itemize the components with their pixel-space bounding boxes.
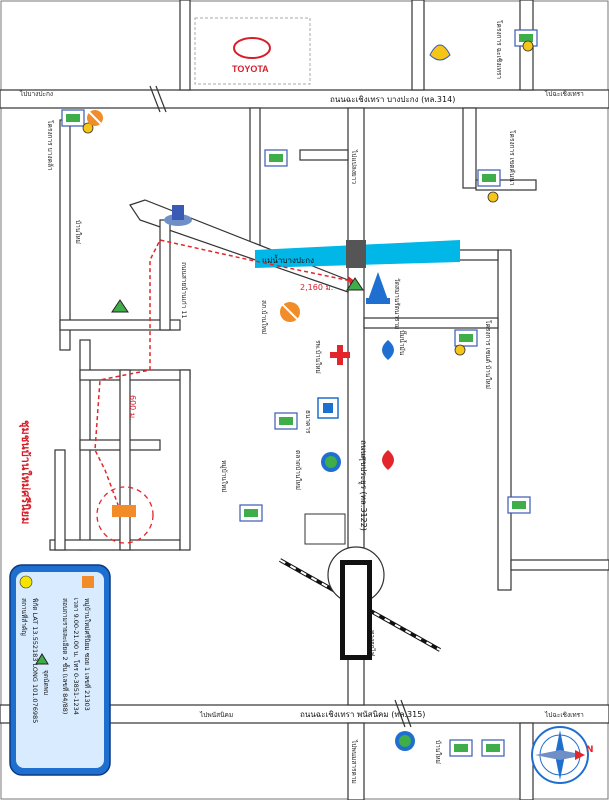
monument-icon (164, 205, 192, 226)
bank-icon-2 (321, 452, 341, 472)
toyota-logo-icon (233, 37, 271, 59)
legend-coords: พิกัด LAT 13.552183 LONG 101.076985 (31, 598, 39, 723)
gas-station-icon (382, 340, 394, 470)
legend-line-2: เวลา 9.00-21.00 น. โทร 0-3851-1234 (72, 598, 80, 715)
school-label-4: โครงการ ฉะเชิงเทรา (495, 20, 503, 79)
road-top-main-label: ถนนฉะเชิงเทรา บางปะกง (ทล.314) (330, 95, 455, 104)
school-icon-10 (481, 739, 505, 757)
river (255, 240, 460, 268)
legend-project-icon (82, 576, 94, 588)
school-icon-4 (514, 29, 538, 52)
distance-label-2: 600 ม. (128, 395, 137, 421)
temple-icon (366, 272, 390, 304)
school-label-1: โครงการ บางคล้า (46, 120, 54, 171)
road-vertical-main-label: ถนนศุขประยูร (ทล.3122) (358, 440, 368, 531)
school-icon-8 (264, 149, 288, 167)
school-icon-5 (274, 412, 298, 430)
bank-label: ธนาคาร (304, 410, 312, 434)
toyota-box: TOYOTA (194, 17, 311, 85)
legend-meeting-icon (35, 653, 49, 665)
label-road-left: บ้านใหม่ (74, 220, 82, 244)
school-icon-3 (477, 169, 501, 203)
toyota-text: TOYOTA (232, 64, 269, 74)
road-top-left-vertical (179, 0, 191, 91)
school-label-2: โครงการ เซนต์ บ้านใหม่ (484, 320, 492, 389)
school-icon-7 (507, 496, 531, 514)
road-right-link-3 (510, 559, 609, 571)
market-box (304, 513, 346, 545)
bank-icon (317, 397, 339, 419)
legend-landmark-icon (19, 575, 33, 589)
school-icon-2 (454, 329, 478, 356)
bank-icon-3 (395, 731, 415, 751)
school-icon-1 (61, 109, 94, 134)
meeting-point-icon (111, 299, 129, 313)
road-right-link-2 (363, 317, 499, 329)
label-to-phanom-sarakham: ไปพนมสารคาม (350, 739, 358, 784)
target-marker (112, 505, 136, 517)
road-bottom-main (0, 699, 609, 728)
legend-line-1: หมู่บ้านใหม่ศรีนิยม ซอย 1 เลขที่ 21303 (83, 598, 92, 711)
school-label-3: โครงการ เขตคันนา (508, 130, 516, 186)
police-label: สภ.บ้านใหม่ (260, 300, 268, 334)
river-label: แม่น้ำบางปะกง (262, 254, 314, 265)
meeting-point-icon-2 (346, 277, 364, 291)
hospital-icon (330, 345, 350, 365)
market-label: ตลาดบ้านใหม่ (294, 450, 302, 490)
target-label: ชุมชนบ้านใหม่ศรีนิยม (18, 420, 33, 524)
temple-label: วัดสมานรัตนาราม (393, 278, 401, 329)
road-11-label: ถนนสายบ้านเก่า 11 (180, 262, 188, 319)
road-left-link-1 (299, 149, 349, 161)
label-to-plaeng-yao: ไปแปลงยาว (350, 149, 358, 184)
road-top-center-vertical (411, 0, 425, 91)
label-to-chachoengsao-top: ไปฉะเชิงเทรา (544, 90, 584, 98)
school-icon-6 (239, 504, 263, 522)
legend-landmark-label: สถานที่สำคัญ (20, 598, 29, 636)
road-bottom-right-vertical (519, 722, 534, 800)
compass-icon (531, 726, 589, 784)
gas-station-label: ปั๊มน้ำมัน (398, 330, 407, 356)
road-right-upper (462, 107, 477, 189)
compass-north-label: N (586, 745, 594, 755)
label-to-chachoengsao-bottom: ไปฉะเชิงเทรา (544, 711, 584, 719)
legend-box (9, 564, 111, 776)
road-right-branch (475, 179, 537, 191)
route-arrow (348, 276, 356, 286)
road-bottom-main-label: ถนนฉะเชิงเทรา พนัสนิคม (ทล.315) (300, 710, 425, 719)
school-icon-9 (449, 739, 473, 757)
route-path (94, 239, 357, 511)
road-left-network (49, 119, 191, 551)
road-right-middle (497, 249, 512, 591)
legend-line-3: สอบถามรายละเอียด 2 ชั้น (เลขที่ 84/88) (61, 598, 70, 714)
label-to-bangpakong: ไปบางปะกง (19, 90, 53, 98)
label-to-phanatnikhom: ไปพนัสนิคม (199, 711, 233, 719)
road-left-vertical-1 (249, 107, 261, 259)
legend-meeting-label: จุดนัดพบ (42, 670, 50, 695)
distance-label-1: 2,160 ม. (300, 283, 333, 292)
target-circle (96, 486, 154, 544)
railway-crossing-inner (345, 565, 367, 655)
orange-marker-icon (87, 110, 103, 126)
school-label-5: บ้านใหม่ (434, 740, 442, 764)
road-top-main (0, 85, 609, 113)
police-icon (279, 301, 301, 323)
village-label: หมู่บ้านใหม่ (220, 460, 228, 493)
shrine-icon (429, 44, 451, 61)
hospital-label: รพ.บ้านใหม่ (314, 340, 322, 374)
